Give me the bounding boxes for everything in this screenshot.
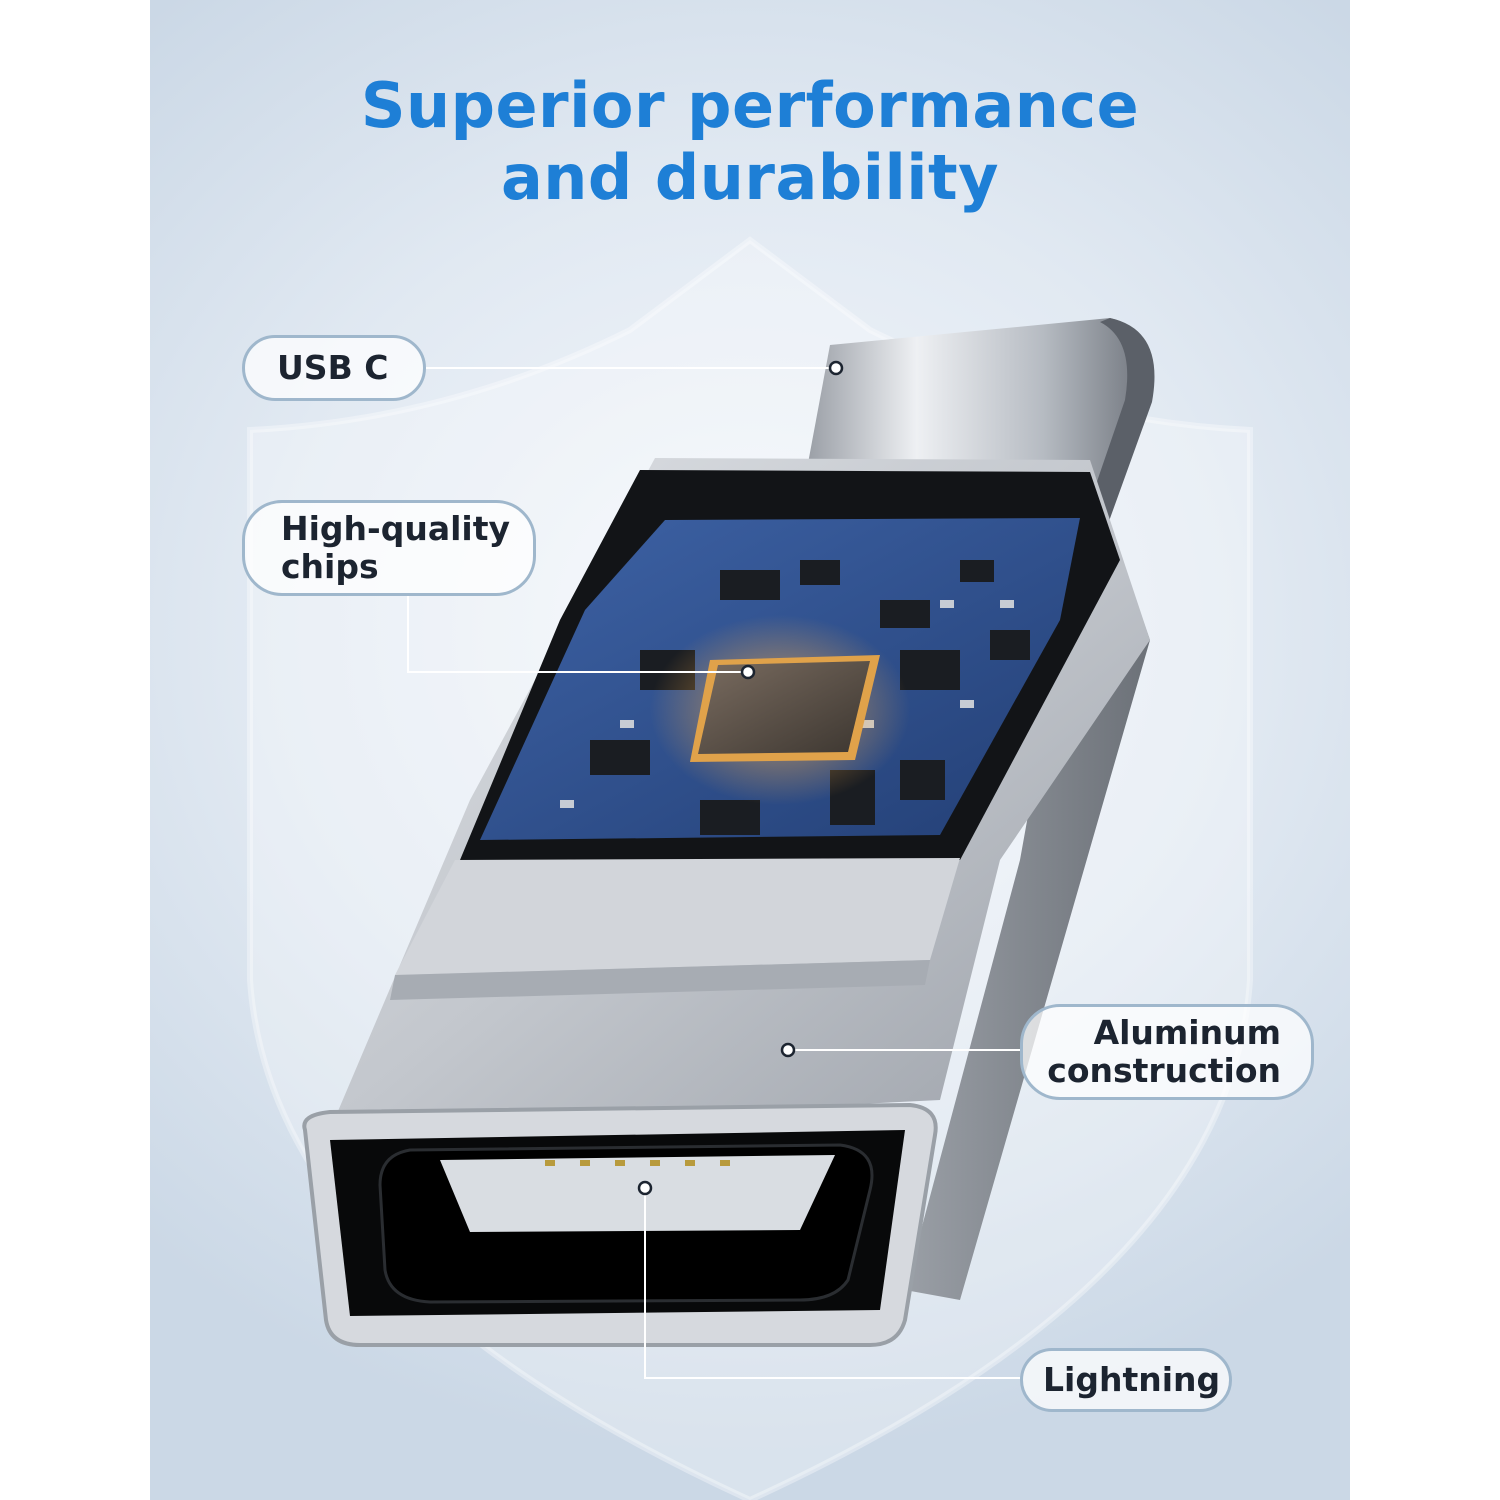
callout-aluminum-line-1: Aluminum bbox=[1093, 1013, 1281, 1052]
headline-line-2: and durability bbox=[500, 141, 1000, 214]
callout-lightning-label: Lightning bbox=[1043, 1360, 1221, 1399]
callout-usb-c: USB C bbox=[242, 335, 426, 401]
headline: Superior performance and durability bbox=[0, 70, 1500, 214]
callout-lightning: Lightning bbox=[1020, 1348, 1232, 1412]
callout-aluminum: Aluminum construction bbox=[1020, 1004, 1314, 1100]
callout-aluminum-line-2: construction bbox=[1047, 1051, 1281, 1090]
callout-chips: High-quality chips bbox=[242, 500, 536, 596]
callout-chips-line-1: High-quality bbox=[281, 509, 511, 548]
callout-usb-c-label: USB C bbox=[277, 348, 389, 387]
callout-chips-line-2: chips bbox=[281, 547, 379, 586]
headline-line-1: Superior performance bbox=[360, 69, 1140, 142]
